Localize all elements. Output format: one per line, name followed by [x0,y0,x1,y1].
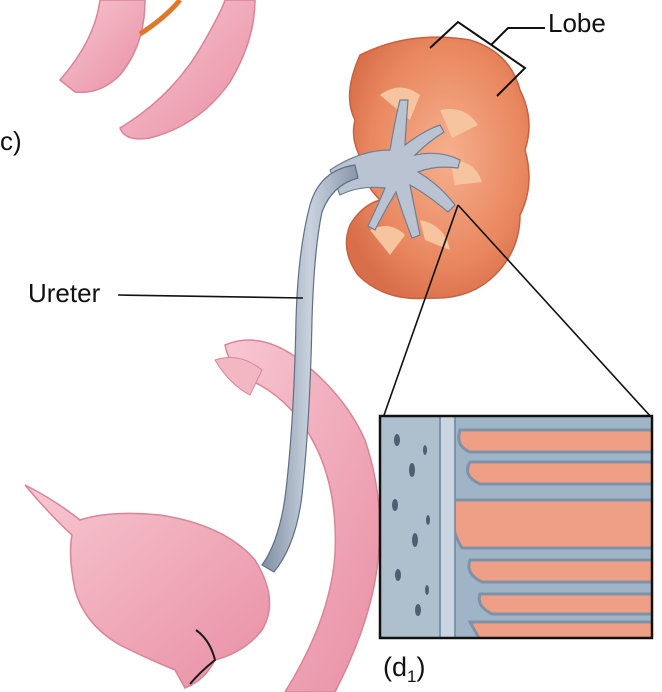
panel-label-c: c) [0,126,22,157]
ureter-leader-line [118,295,303,298]
inset-label-d1: (d1) [383,652,425,687]
vessel-fragment-top [60,0,255,139]
inset-micrograph [380,416,660,640]
lobe-label: Lobe [548,8,606,39]
inset-label-suffix: ) [416,652,425,682]
inset-label-prefix: (d [383,652,407,682]
ureter-label: Ureter [28,278,100,309]
bladder [25,485,270,688]
kidney [330,37,529,298]
